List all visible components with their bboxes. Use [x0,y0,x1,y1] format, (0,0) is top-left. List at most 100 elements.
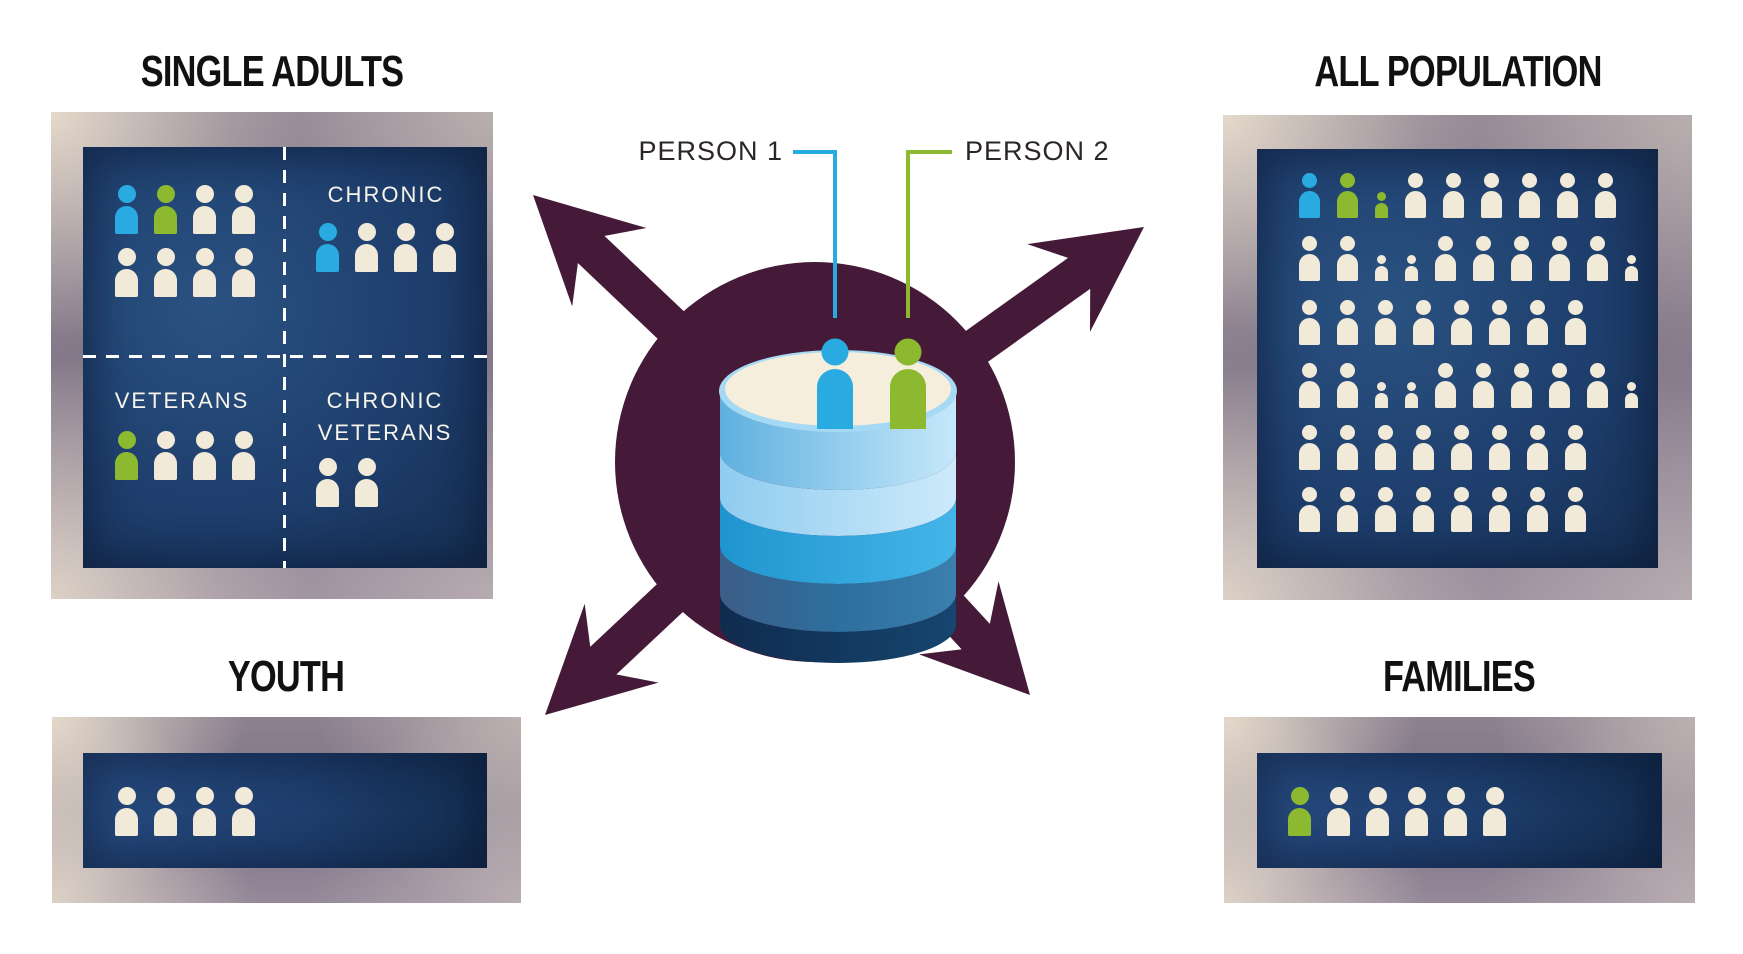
person2-icon [890,338,926,429]
all-population-row-1 [1299,173,1616,218]
chronic-veterans-icons [316,458,378,507]
chronic-label: CHRONIC [327,182,445,207]
cream-person-icon [1337,425,1358,470]
cream-child-icon [1625,255,1638,281]
all-population-title: ALL POPULATION [1314,47,1602,96]
cream-person-icon [154,248,177,297]
cream-person-icon [193,787,216,836]
chronic-veterans-label-line1: CHRONIC [326,388,444,413]
cream-person-icon [1299,363,1320,408]
cream-child-icon [1405,255,1418,281]
cream-person-icon [1489,300,1510,345]
cylinder-band-2 [720,452,956,536]
person1-label: PERSON 1 [638,136,783,166]
single-adults-horizontal-divider [83,355,487,358]
cream-child-icon [1625,382,1638,408]
cream-child-icon [1375,382,1388,408]
cylinder-band-5 [720,594,956,663]
cream-person-icon [1511,363,1532,408]
cream-person-icon [1587,363,1608,408]
cream-person-icon [433,223,456,272]
cream-person-icon [1511,236,1532,281]
cream-person-icon [1595,173,1616,218]
cream-person-icon [232,185,255,234]
cream-person-icon [1337,236,1358,281]
cream-person-icon [1549,236,1570,281]
cream-person-icon [1481,173,1502,218]
cream-person-icon [1413,487,1434,532]
person1-leader-line [793,150,837,318]
youth-board [83,753,487,868]
cream-person-icon [1451,425,1472,470]
veterans-icons [115,431,255,480]
cream-person-icon [1375,300,1396,345]
blue-person-icon [1299,173,1320,218]
cream-person-icon [1405,787,1428,836]
cream-person-icon [1527,487,1548,532]
cream-person-icon [1413,425,1434,470]
cream-person-icon [355,223,378,272]
cream-person-icon [316,458,339,507]
cream-person-icon [1527,300,1548,345]
cream-person-icon [1549,363,1570,408]
single-adults-title: SINGLE ADULTS [140,47,404,96]
cream-person-icon [1565,487,1586,532]
cream-person-icon [154,787,177,836]
cream-person-icon [1451,300,1472,345]
cream-person-icon [1489,425,1510,470]
cream-person-icon [154,431,177,480]
cream-person-icon [1527,425,1548,470]
families-icons [1288,787,1506,836]
all-population-row-2 [1299,236,1638,281]
cream-person-icon [1435,236,1456,281]
youth-icons [115,787,255,836]
arrowhead-ne-icon [1027,227,1144,332]
cream-person-icon [1337,300,1358,345]
veterans-label: VETERANS [114,388,250,413]
cream-person-icon [1299,487,1320,532]
cream-person-icon [193,431,216,480]
cream-person-icon [1483,787,1506,836]
cream-person-icon [1444,787,1467,836]
cream-person-icon [1299,236,1320,281]
all-population-row-4 [1299,363,1638,408]
single-adults-quadrant1-row2 [115,248,255,297]
cylinder-band-1 [720,390,956,490]
cream-person-icon [1557,173,1578,218]
all-population-row-5 [1299,425,1586,470]
cream-person-icon [1489,487,1510,532]
cream-person-icon [1375,487,1396,532]
cream-person-icon [1327,787,1350,836]
cream-person-icon [1337,363,1358,408]
youth-title: YOUTH [227,652,345,701]
cream-person-icon [115,248,138,297]
cream-person-icon [1299,300,1320,345]
arrowhead-se-icon [919,581,1030,695]
cream-person-icon [1413,300,1434,345]
person2-leader-line [906,150,952,318]
person1-icon [817,338,853,429]
chronic-icons [316,223,456,272]
cream-person-icon [1473,236,1494,281]
cream-person-icon [1366,787,1389,836]
chronic-veterans-label: CHRONIC VETERANS [318,385,453,449]
cream-person-icon [1375,425,1396,470]
blue-person-icon [115,185,138,234]
green-person-icon [115,431,138,480]
cream-person-icon [394,223,417,272]
green-person-icon [154,185,177,234]
green-person-icon [1337,173,1358,218]
cream-person-icon [232,431,255,480]
cream-person-icon [355,458,378,507]
cream-person-icon [1565,300,1586,345]
cream-person-icon [1451,487,1472,532]
cream-child-icon [1375,255,1388,281]
cream-person-icon [193,185,216,234]
cream-person-icon [1299,425,1320,470]
cream-person-icon [1519,173,1540,218]
arrowhead-nw-icon [533,195,647,307]
single-adults-quadrant1-row1 [115,185,255,234]
chronic-veterans-label-line2: VETERANS [317,420,453,445]
